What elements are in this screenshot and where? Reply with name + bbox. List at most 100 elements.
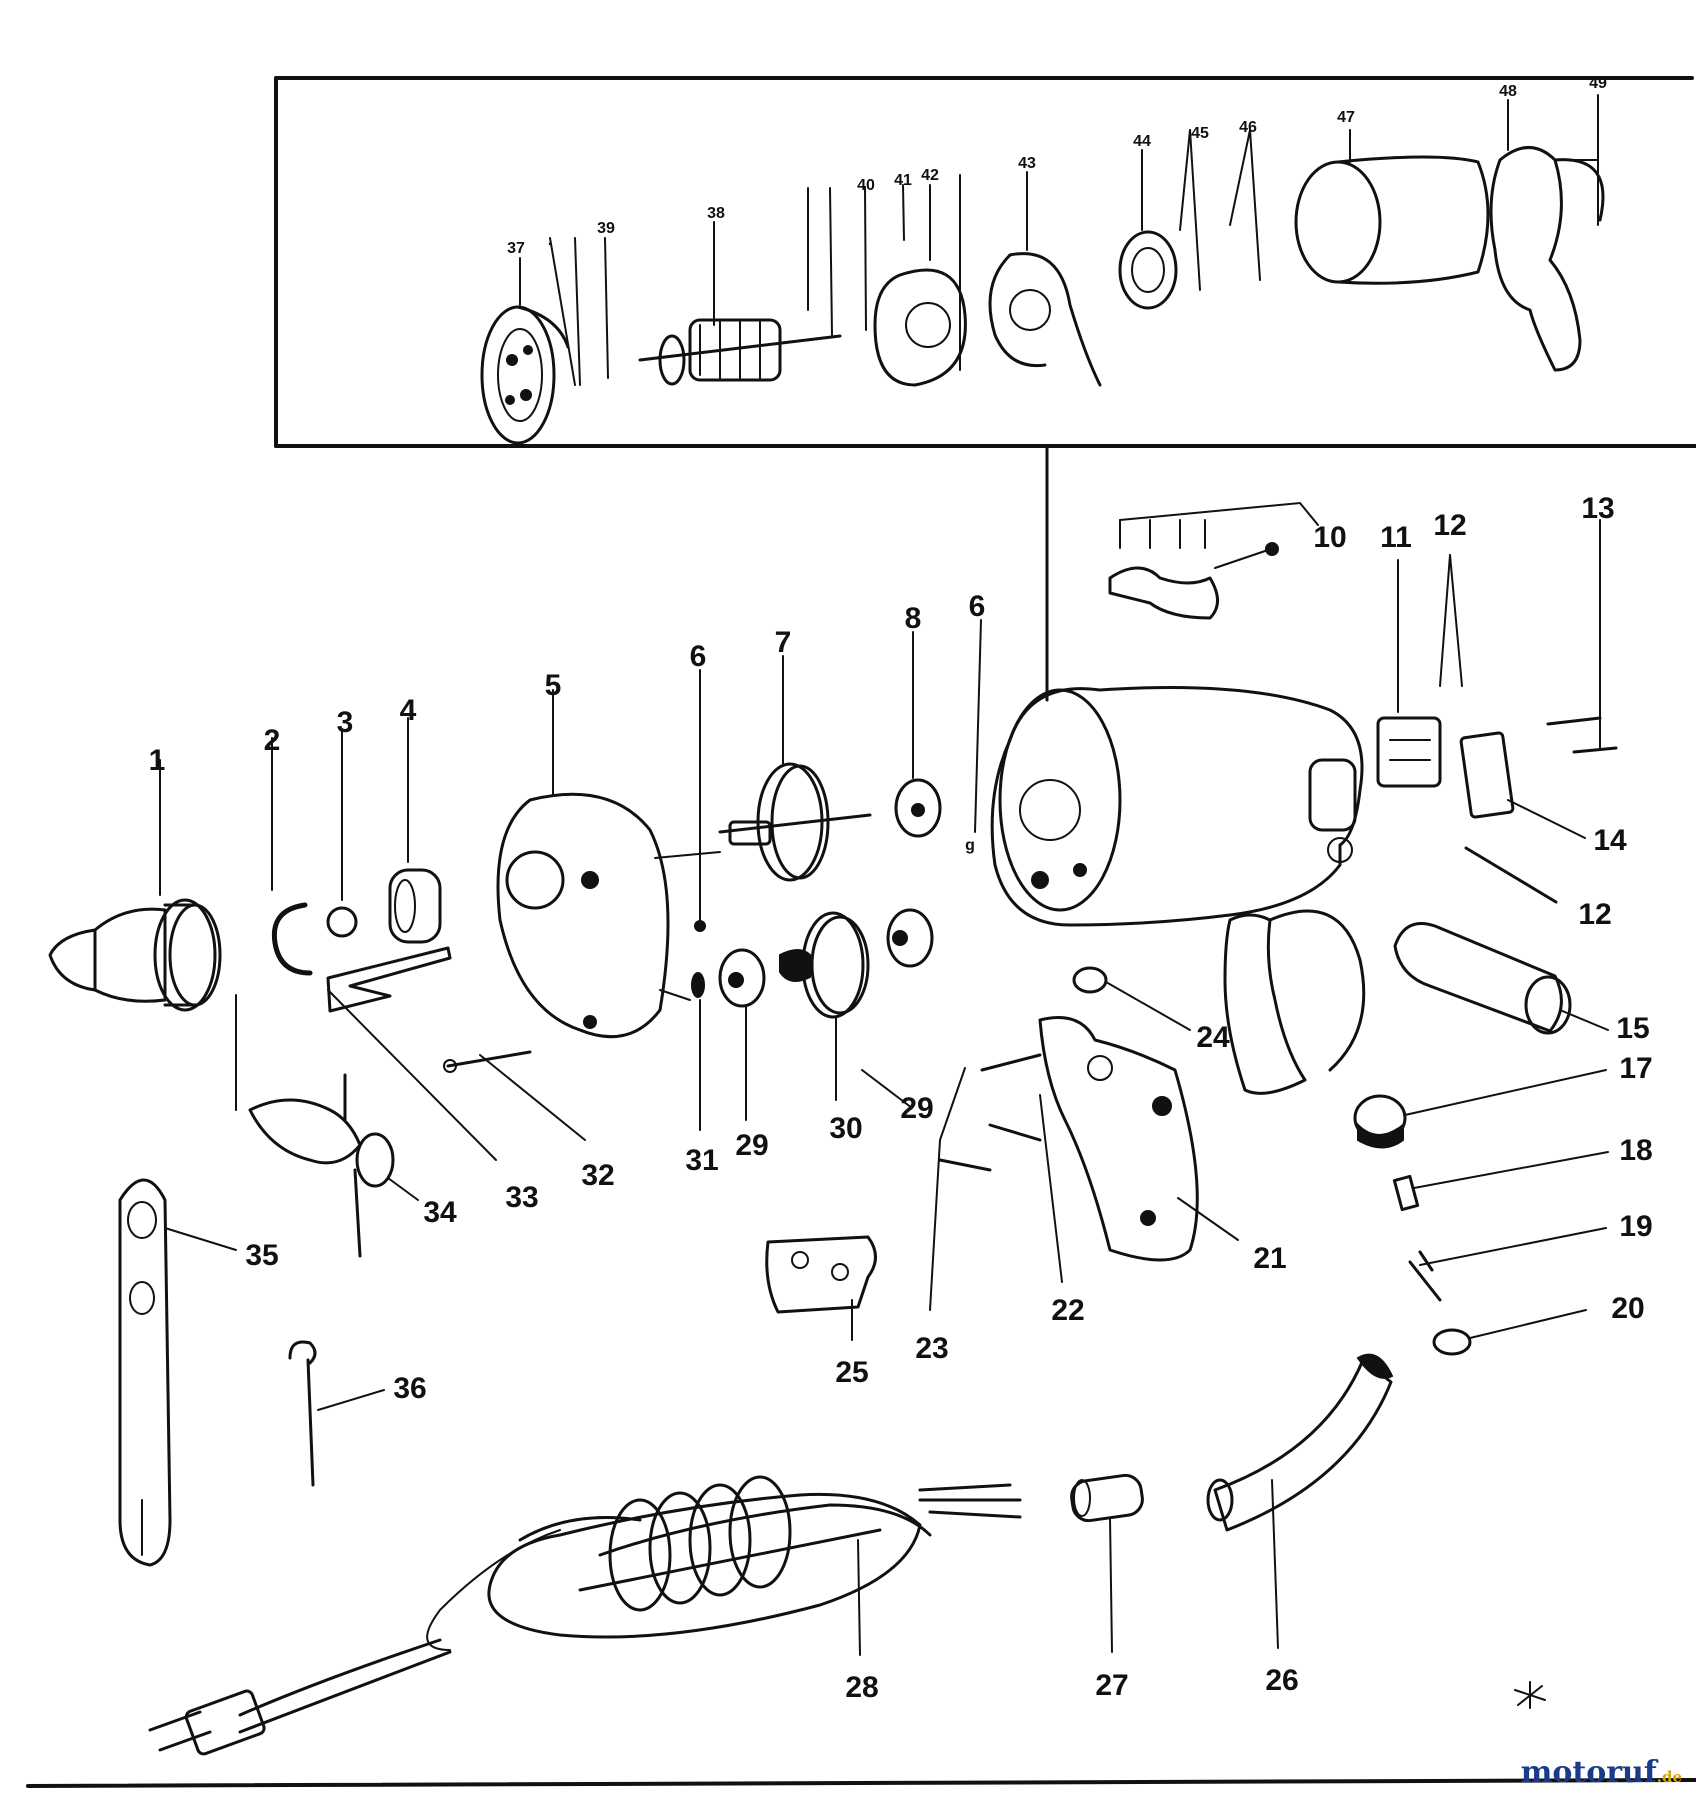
part-6-pin-left (694, 669, 706, 932)
label-32: 32 (581, 1159, 614, 1192)
watermark-tld: .de (1656, 1768, 1682, 1786)
svg-text:g: g (965, 837, 975, 854)
label-27: 27 (1095, 1669, 1128, 1702)
label-1: 1 (149, 744, 166, 777)
label-13: 13 (1581, 492, 1614, 525)
label-18: 18 (1619, 1134, 1652, 1167)
label-6b: 6 (969, 590, 986, 623)
label-23: 23 (915, 1332, 948, 1365)
part-29-washer-left (718, 948, 766, 1121)
label-33: 33 (505, 1181, 538, 1214)
label-36: 36 (393, 1372, 426, 1405)
part-32-pin (443, 1050, 586, 1141)
part-29-washer-right (861, 908, 934, 1109)
part-5-gear-case (496, 689, 721, 1039)
part-14-brush-holder (1459, 731, 1586, 839)
part-24-nut (1072, 966, 1191, 1031)
inset-field-43 (988, 252, 1102, 387)
inset-end-cap-37 (480, 305, 570, 445)
label-30: 30 (829, 1112, 862, 1145)
inset-field-housing-42 (873, 268, 967, 387)
part-8-bearing (894, 631, 942, 838)
part-17-cap (1353, 1069, 1607, 1149)
part-28-power-cord (148, 1475, 1022, 1756)
part-23-screws (929, 1053, 1042, 1311)
part-25-terminal-block (765, 1235, 877, 1341)
part-34-chuck-key (235, 994, 419, 1258)
label-12b: 12 (1578, 898, 1611, 931)
asterisk-mark (1514, 1681, 1546, 1709)
part-31-pin (691, 972, 705, 1131)
label-46: 46 (1239, 119, 1257, 136)
label-40: 40 (857, 177, 875, 194)
label-47: 47 (1337, 109, 1355, 126)
label-24: 24 (1196, 1021, 1230, 1054)
label-45: 45 (1191, 125, 1209, 142)
motoruf-watermark: motoruf.de (1521, 1755, 1682, 1790)
label-25: 25 (835, 1356, 868, 1389)
inset-brush-45-46 (1179, 129, 1261, 291)
label-3: 3 (337, 706, 354, 739)
label-20: 20 (1611, 1292, 1644, 1325)
label-39a: . (548, 232, 552, 249)
label-22: 22 (1051, 1294, 1084, 1327)
part-21-handle-half (1038, 1016, 1239, 1262)
part-18-clip (1392, 1151, 1609, 1212)
watermark-name: motoruf (1520, 1755, 1657, 1790)
part-12-springs (1439, 554, 1558, 904)
part-36-hook (288, 1340, 385, 1487)
label-2: 2 (264, 724, 281, 757)
label-34: 34 (423, 1196, 457, 1229)
part-15-side-handle (1393, 922, 1609, 1035)
part-1-chuck (48, 759, 222, 1012)
part-26-cord-guard (1206, 1353, 1394, 1649)
part-19-screw (1408, 1227, 1607, 1302)
label-28: 28 (845, 1671, 878, 1704)
label-5: 5 (545, 669, 562, 702)
part-3-washer (326, 729, 358, 938)
label-15: 15 (1616, 1012, 1649, 1045)
label-39: 39 (597, 220, 615, 237)
part-11-switch (1376, 559, 1442, 788)
label-31: 31 (685, 1144, 718, 1177)
part-20-washer (1432, 1309, 1587, 1356)
part-30-intermediate-gear (779, 911, 870, 1101)
part-2-retaining-ring (271, 737, 313, 976)
part-4-bearing (388, 717, 442, 944)
inset-leaders (519, 149, 1143, 386)
inset-handle-48 (1489, 94, 1605, 372)
label-37: 37 (507, 240, 525, 257)
label-35: 35 (245, 1239, 278, 1272)
label-42: 42 (921, 167, 939, 184)
label-29b: 29 (900, 1092, 933, 1125)
label-21: 21 (1253, 1242, 1286, 1275)
label-7: 7 (775, 626, 792, 659)
part-33-key (326, 946, 497, 1161)
label-14: 14 (1593, 824, 1627, 857)
label-19: 19 (1619, 1210, 1652, 1243)
label-10: 10 (1313, 521, 1346, 554)
label-38: 38 (707, 205, 725, 222)
part-7-spindle-gear (718, 655, 872, 882)
part-13-screws (1546, 519, 1618, 754)
label-4: 4 (400, 694, 417, 727)
motor-inset-frame (274, 76, 1696, 702)
label-26: 26 (1265, 1664, 1298, 1697)
bottom-rule (26, 1778, 1696, 1788)
inset-bearing-44 (1118, 230, 1178, 310)
inset-housing-47 (1294, 129, 1490, 285)
part-9-motor-housing (990, 686, 1366, 1095)
label-49: 49 (1589, 75, 1607, 92)
label-48: 48 (1499, 83, 1517, 100)
label-12a: 12 (1433, 509, 1466, 542)
part-27-sleeve (1070, 1473, 1144, 1653)
label-17: 17 (1619, 1052, 1652, 1085)
part-6-pin-right: g (965, 619, 982, 854)
part-22-screw (1039, 1094, 1063, 1283)
inset-armature-38 (638, 318, 842, 386)
label-41: 41 (894, 172, 912, 189)
label-43: 43 (1018, 155, 1036, 172)
label-29a: 29 (735, 1129, 768, 1162)
label-11: 11 (1380, 521, 1412, 554)
